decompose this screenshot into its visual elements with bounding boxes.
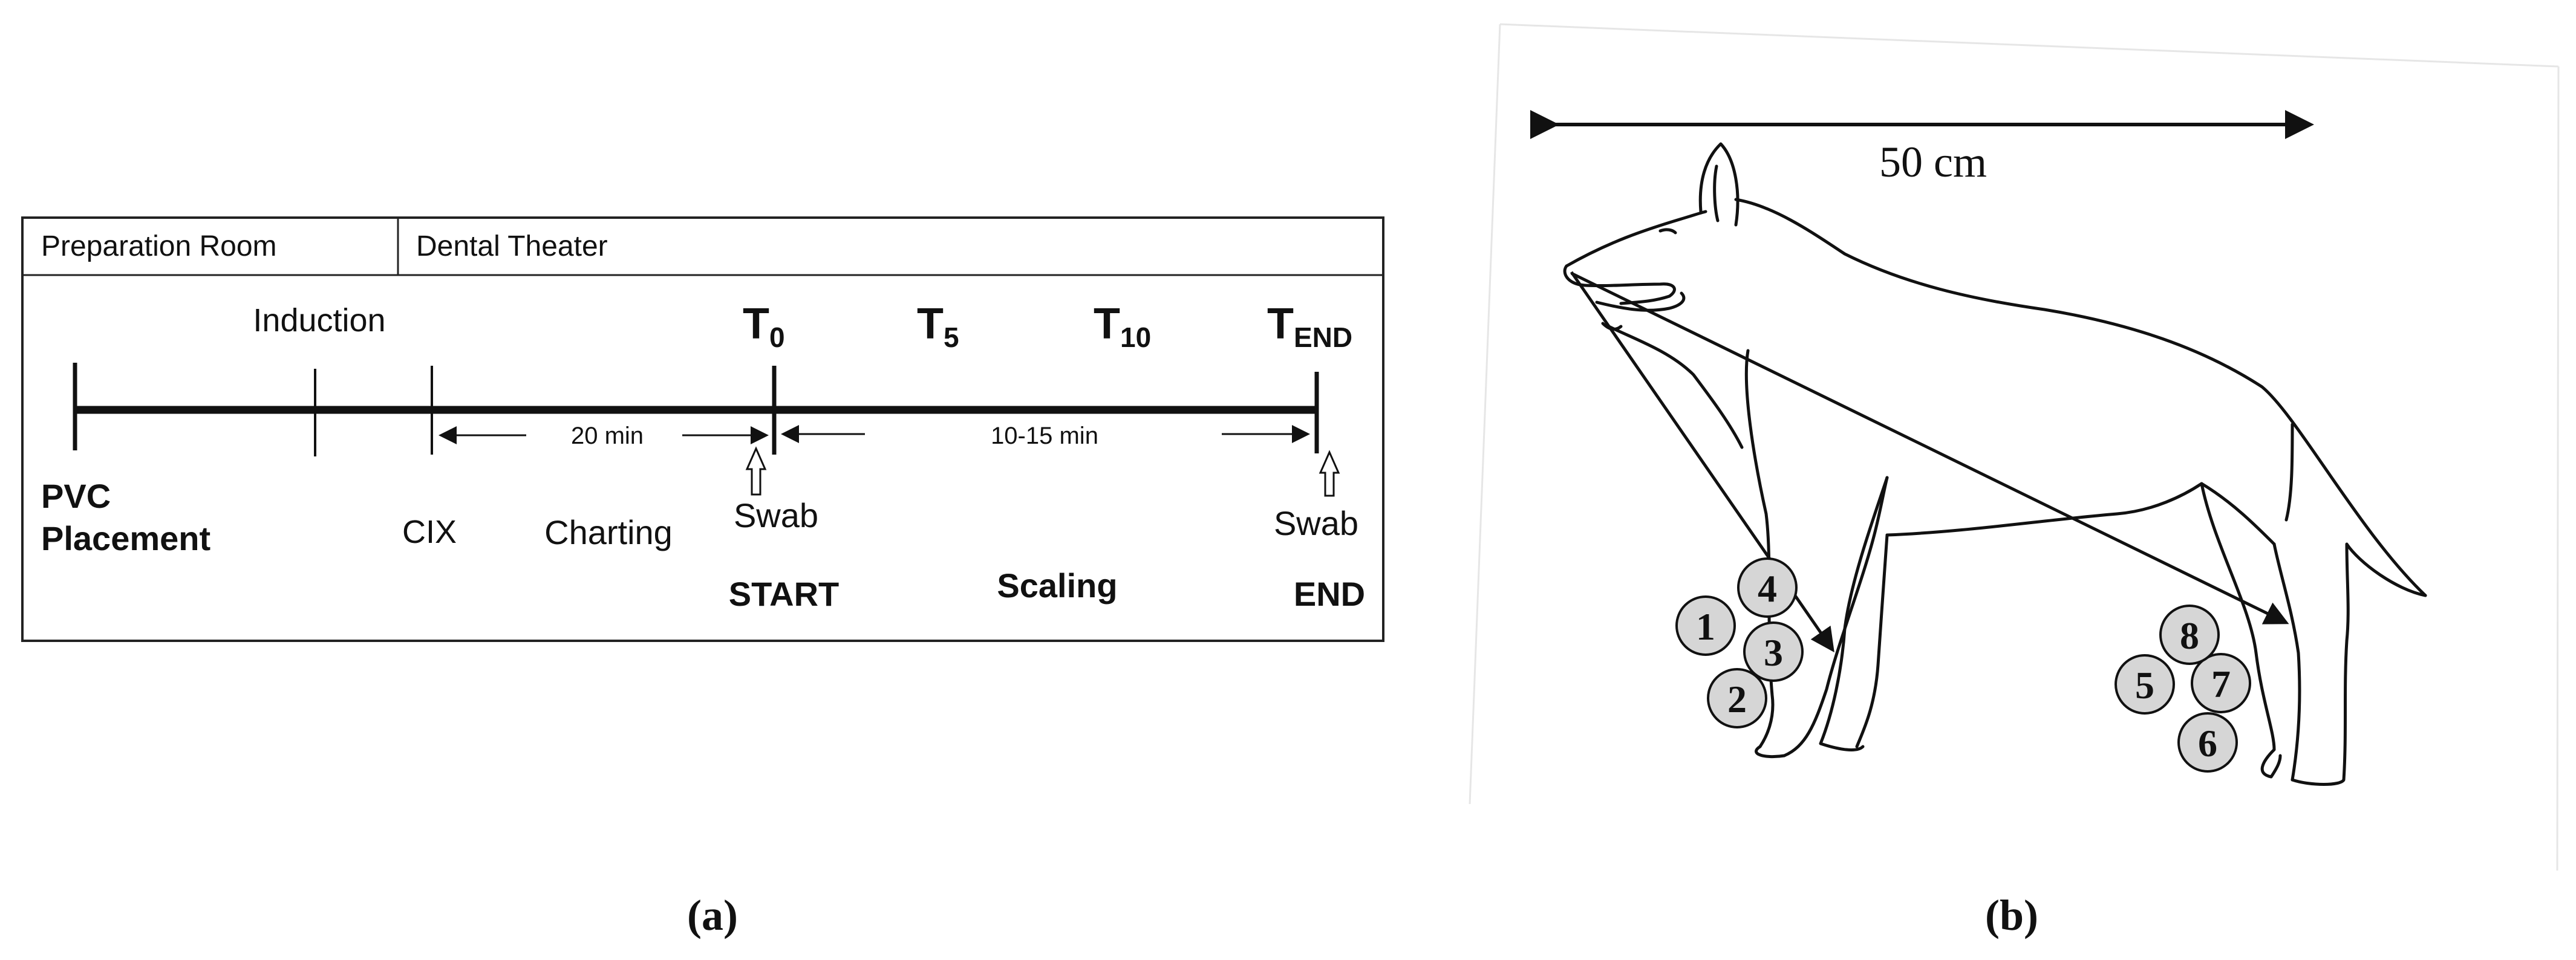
end-label: END (1294, 575, 1365, 613)
dental-theater-label: Dental Theater (416, 230, 608, 262)
t5-label: T5 (917, 300, 959, 353)
preparation-room-label: Preparation Room (41, 230, 277, 262)
marker-6-label: 6 (2198, 722, 2217, 765)
start-label: START (729, 575, 840, 613)
tend-base: T (1267, 300, 1294, 348)
t10-label: T10 (1094, 300, 1151, 353)
t10-sub: 10 (1120, 322, 1151, 353)
swab-start-label: Swab (734, 496, 818, 534)
marker-2-label: 2 (1727, 678, 1747, 721)
marker-5-label: 5 (2135, 664, 2154, 707)
panel-a-caption: (a) (687, 891, 738, 939)
tend-sub: END (1294, 322, 1352, 353)
marker-5: 5 (2115, 654, 2175, 715)
marker-1: 1 (1675, 595, 1736, 656)
scan-border (1469, 23, 2560, 871)
marker-8: 8 (2159, 605, 2220, 665)
marker-3-label: 3 (1764, 631, 1783, 674)
t0-base: T (743, 300, 769, 348)
svg-text:TEND: TEND (1267, 300, 1352, 353)
hind-marker-group: 5 6 7 8 (2115, 605, 2251, 773)
front-marker-group: 1 2 3 4 (1675, 557, 1804, 728)
swab-start-arrow-icon (745, 446, 767, 496)
timeline-frame (21, 216, 1384, 642)
tend-label: TEND (1267, 300, 1352, 353)
t5-base: T (917, 300, 944, 348)
panel-a-timeline: Preparation Room Dental Theater Inductio… (21, 216, 1384, 939)
panel-b-caption: (b) (1985, 891, 2038, 939)
t5-sub: 5 (944, 322, 959, 353)
marker-2: 2 (1707, 668, 1767, 728)
dog-outline (1563, 142, 2427, 786)
swab-end-label: Swab (1274, 504, 1358, 542)
cix-label: CIX (402, 514, 457, 550)
svg-text:T10: T10 (1094, 300, 1151, 353)
marker-4-label: 4 (1758, 567, 1777, 610)
interval-2-label: 10-15 min (991, 423, 1098, 449)
scale-label: 50 cm (1879, 138, 1987, 186)
marker-7: 7 (2191, 653, 2251, 713)
panel-b-dog-diagram: 50 cm (1469, 23, 2560, 939)
marker-7-label: 7 (2211, 663, 2231, 705)
svg-text:T5: T5 (917, 300, 959, 353)
marker-3: 3 (1743, 621, 1804, 682)
t10-base: T (1094, 300, 1120, 348)
induction-label: Induction (253, 302, 385, 339)
svg-text:T0: T0 (743, 300, 785, 353)
swab-end-arrow-icon (1319, 450, 1340, 497)
marker-8-label: 8 (2180, 614, 2199, 657)
marker-1-label: 1 (1696, 605, 1715, 648)
t0-sub: 0 (769, 322, 785, 353)
pvc-label-line1: PVC (41, 477, 111, 515)
t0-label: T0 (743, 300, 785, 353)
marker-6: 6 (2177, 712, 2238, 773)
scaling-label: Scaling (997, 566, 1117, 605)
nose-to-hind-leg-arrow (1570, 271, 2289, 624)
marker-4: 4 (1737, 557, 1798, 618)
interval-1-label: 20 min (571, 423, 644, 449)
pvc-label-line2: Placement (41, 519, 210, 557)
charting-label: Charting (544, 513, 673, 551)
